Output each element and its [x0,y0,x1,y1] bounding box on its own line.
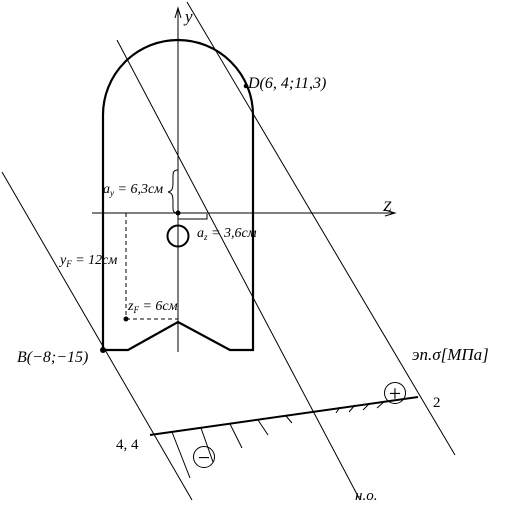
point-D-dot [243,83,249,89]
a-z-label: az = 3,6см [197,226,257,242]
compression-sign: − [198,445,210,470]
z-F-label: zF = 6см [127,299,178,315]
cross-section-outline [101,38,255,352]
stress-diagram-baseline [149,396,419,436]
tension-hatching [335,400,386,414]
force-application-circle [166,224,190,248]
stress-diagram-title: эп.σ[МПа] [412,345,489,364]
a-z-bracket [177,213,208,220]
a-y-label: ay = 6,3см [103,182,163,198]
compression-value-label: 4, 4 [116,437,139,453]
compression-sign-circle [193,446,215,468]
point-D-label: D(6, 4;11,3) [247,75,326,92]
a-y-brace [167,169,179,214]
y-F-label: yF = 12см [58,253,117,269]
z-axis-label: Z [383,199,392,215]
tangent-line-D [186,1,456,456]
tension-sign: + [389,381,401,406]
tension-value-label: 2 [433,395,441,411]
compression-hatching [171,415,293,479]
y-axis-arrow [174,6,182,19]
point-B-label: B(−8;−15) [17,349,88,366]
tangent-line-B [1,171,193,501]
neutral-axis-label: н.о. [355,488,377,504]
neutral-axis-line [116,39,361,501]
tension-sign-circle [384,382,406,404]
y-axis-label: y [183,7,193,26]
z-axis-arrow [384,209,397,217]
